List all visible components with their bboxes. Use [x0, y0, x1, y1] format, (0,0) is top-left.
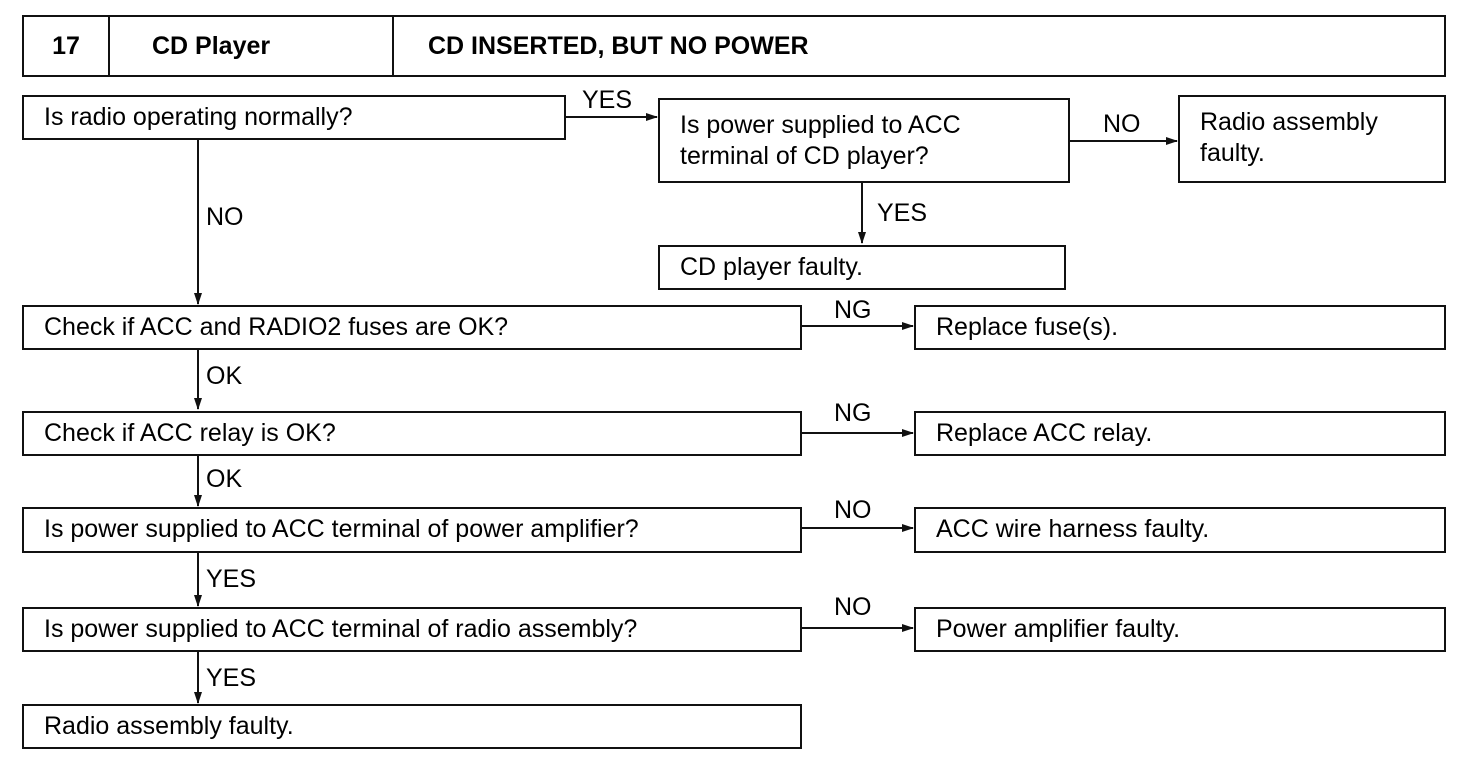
label-yes: YES [206, 565, 257, 593]
result-power-amplifier-faulty-text: Power amplifier faulty. [936, 614, 1181, 643]
result-wire-harness-faulty-text: ACC wire harness faulty. [936, 515, 1210, 544]
label-no: NO [1103, 110, 1141, 138]
result-radio-assembly-faulty-final-text: Radio assembly faulty. [44, 711, 294, 740]
label-no: NO [834, 496, 872, 524]
label-ng: NG [834, 296, 872, 324]
question-fuses-text: Check if ACC and RADIO2 fuses are OK? [44, 312, 509, 341]
question-acc-cd-player: Is power supplied to ACC terminal of CD … [658, 98, 1070, 183]
result-radio-assembly-faulty: Radio assembly faulty. [1178, 95, 1446, 183]
question-acc-cd-player-line2: terminal of CD player? [680, 142, 929, 171]
result-radio-assembly-faulty-final: Radio assembly faulty. [22, 704, 802, 749]
question-relay-text: Check if ACC relay is OK? [44, 418, 336, 447]
question-relay: Check if ACC relay is OK? [22, 411, 802, 456]
result-wire-harness-faulty: ACC wire harness faulty. [914, 507, 1446, 553]
result-replace-relay: Replace ACC relay. [914, 411, 1446, 456]
question-radio-normal-text: Is radio operating normally? [44, 102, 353, 131]
question-amplifier-text: Is power supplied to ACC terminal of pow… [44, 515, 639, 544]
label-ok: OK [206, 465, 243, 493]
label-no: NO [834, 593, 872, 621]
question-radio-assembly: Is power supplied to ACC terminal of rad… [22, 607, 802, 652]
result-replace-relay-text: Replace ACC relay. [936, 418, 1153, 447]
question-radio-normal: Is radio operating normally? [22, 95, 566, 140]
section-name: CD Player [110, 17, 394, 75]
section-number: 17 [24, 17, 110, 75]
header-bar: 17 CD Player CD INSERTED, BUT NO POWER [22, 15, 1446, 77]
result-replace-fuses-text: Replace fuse(s). [936, 312, 1119, 341]
result-radio-assembly-faulty-line1: Radio assembly [1200, 108, 1378, 136]
result-replace-fuses: Replace fuse(s). [914, 305, 1446, 350]
result-power-amplifier-faulty: Power amplifier faulty. [914, 607, 1446, 652]
label-yes: YES [582, 86, 633, 114]
label-ng: NG [834, 399, 872, 427]
question-amplifier: Is power supplied to ACC terminal of pow… [22, 507, 802, 553]
question-radio-assembly-text: Is power supplied to ACC terminal of rad… [44, 614, 638, 643]
label-yes: YES [877, 199, 928, 227]
label-ok: OK [206, 362, 243, 390]
result-radio-assembly-faulty-line2: faulty. [1200, 139, 1265, 168]
page-title: CD INSERTED, BUT NO POWER [428, 31, 809, 60]
question-acc-cd-player-line1: Is power supplied to ACC [680, 111, 961, 139]
label-no: NO [206, 203, 244, 231]
question-fuses: Check if ACC and RADIO2 fuses are OK? [22, 305, 802, 350]
result-cd-player-faulty-text: CD player faulty. [680, 252, 863, 281]
label-yes: YES [206, 664, 257, 692]
result-cd-player-faulty: CD player faulty. [658, 245, 1066, 290]
